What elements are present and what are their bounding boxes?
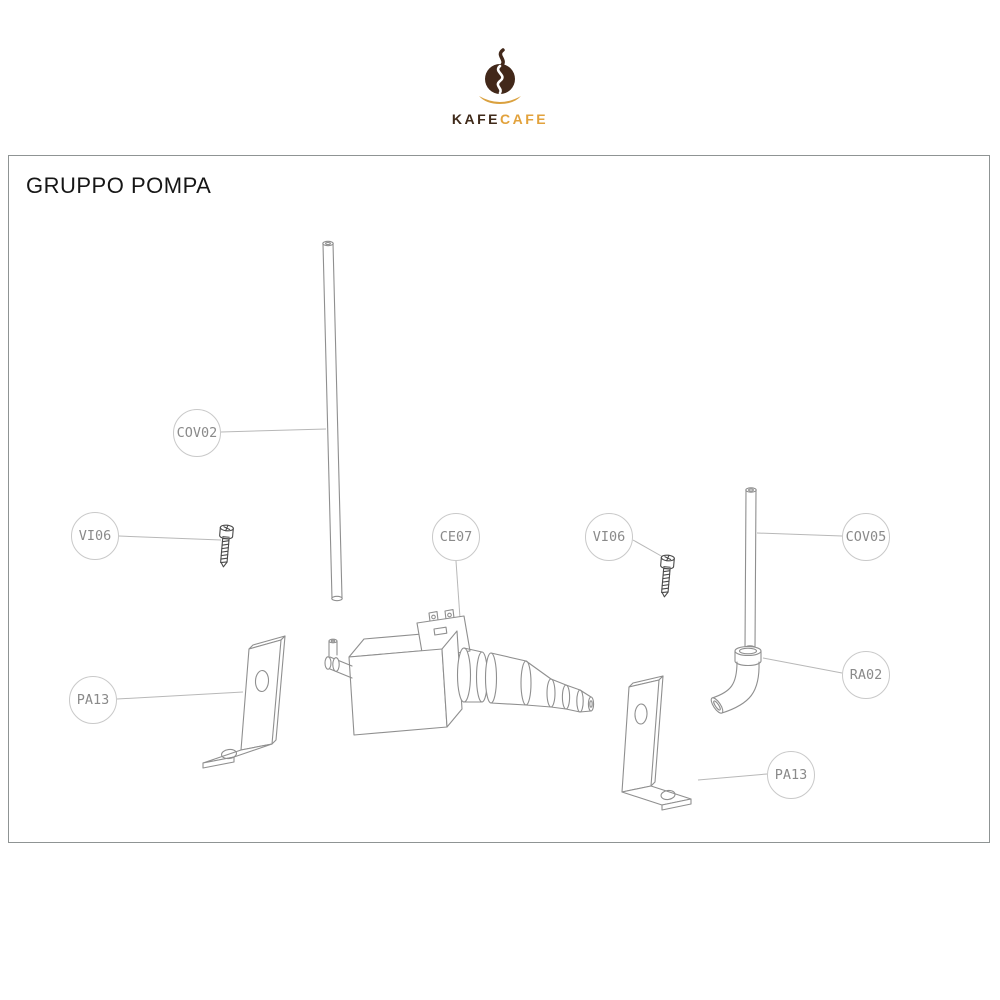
- diagram-title: GRUPPO POMPA: [26, 173, 212, 198]
- callout-cov05: COV05: [842, 513, 890, 561]
- brand-wordmark: KAFECAFE: [452, 112, 548, 126]
- brand-cafe: CAFE: [500, 111, 549, 127]
- bracket-pa13-left: [202, 635, 286, 769]
- callout-cov05-label: COV05: [845, 529, 887, 545]
- callout-pa13-right: PA13: [767, 751, 815, 799]
- brand-kafe: KAFE: [451, 111, 500, 127]
- callout-pa13-left: PA13: [69, 676, 117, 724]
- pump-ce07: [324, 609, 595, 736]
- callout-vi06-right: VI06: [585, 513, 633, 561]
- brand-logo: KAFECAFE: [0, 48, 1000, 126]
- callout-vi06-left-label: VI06: [78, 528, 112, 544]
- leader-ce07: [455, 560, 461, 619]
- leader-pa13-left: [116, 691, 244, 700]
- callout-pa13-left-label: PA13: [76, 692, 110, 708]
- leader-ra02: [762, 657, 843, 674]
- screw-vi06-right: [657, 554, 676, 598]
- callout-pa13-right-label: PA13: [774, 767, 808, 783]
- screw-vi06-left: [216, 524, 235, 568]
- callout-ce07-label: CE07: [439, 529, 473, 545]
- leader-cov05: [756, 532, 843, 537]
- leader-lines: [116, 428, 843, 781]
- elbow-ra02: [710, 645, 762, 714]
- callout-cov02-label: COV02: [176, 425, 218, 441]
- diagram-frame: [8, 155, 990, 843]
- leader-vi06-right: [632, 539, 664, 558]
- leader-vi06-left: [118, 535, 222, 541]
- bracket-pa13-right: [621, 675, 692, 811]
- long-tube-cov02: [322, 240, 343, 602]
- short-tube-cov05: [744, 487, 757, 651]
- callout-cov02: COV02: [173, 409, 221, 457]
- callout-vi06-left: VI06: [71, 512, 119, 560]
- callout-ra02-label: RA02: [849, 667, 883, 683]
- callout-ra02: RA02: [842, 651, 890, 699]
- leader-cov02: [220, 428, 327, 433]
- callout-vi06-right-label: VI06: [592, 529, 626, 545]
- callout-ce07: CE07: [432, 513, 480, 561]
- coffee-cup-icon: [479, 48, 521, 104]
- leader-pa13-right: [697, 773, 768, 781]
